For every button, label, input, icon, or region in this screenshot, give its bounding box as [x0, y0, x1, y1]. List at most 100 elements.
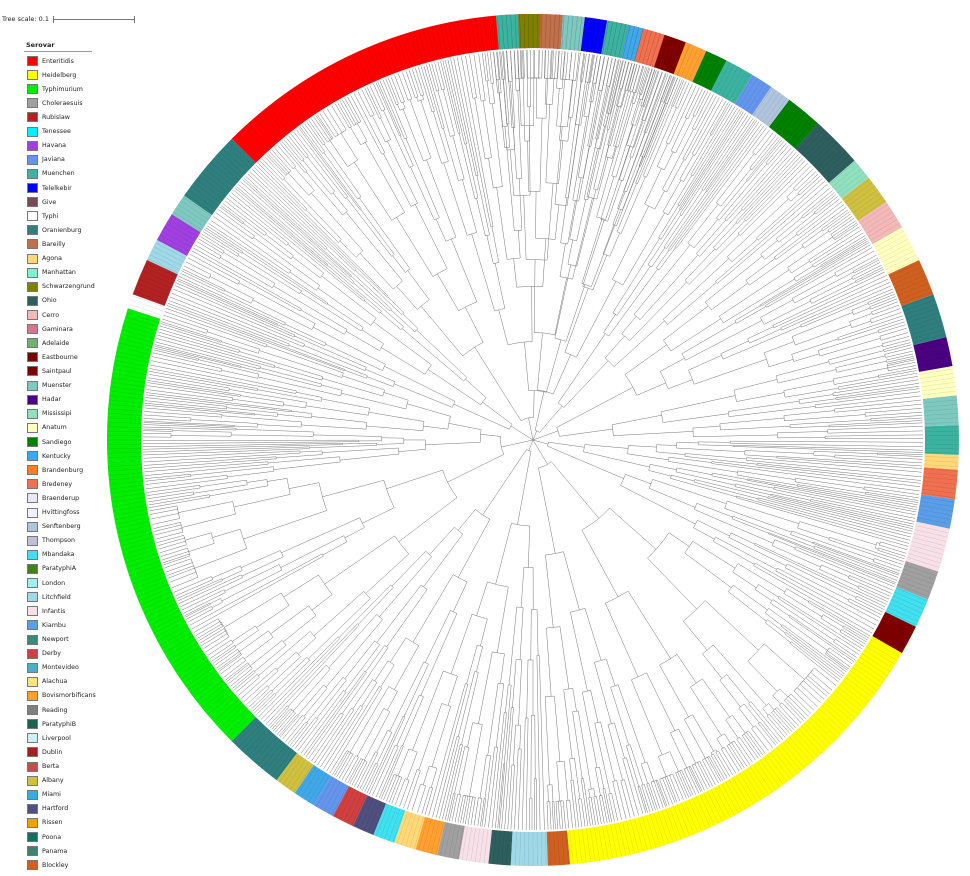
ring-tick [136, 584, 169, 597]
tree-branch [744, 219, 747, 222]
tree-branch [493, 51, 498, 94]
tree-branch [853, 257, 879, 272]
ring-tick [257, 114, 281, 141]
legend-label: Hadar [42, 396, 62, 404]
tree-branch [220, 257, 273, 289]
tree-branch [383, 708, 390, 712]
tree-branch [206, 329, 208, 334]
tree-branch [242, 222, 244, 224]
tree-branch [557, 50, 560, 79]
tree-branch [684, 456, 758, 465]
tree-branch [322, 378, 383, 397]
ring-tick [638, 29, 648, 63]
ring-tick [614, 823, 622, 857]
tree-branch [243, 656, 247, 661]
ring-tick [812, 141, 838, 166]
tree-branch [731, 742, 748, 767]
tree-branch [444, 744, 463, 821]
tree-branch [265, 625, 360, 725]
tree-branch [725, 715, 733, 721]
ring-tick [699, 54, 715, 86]
tree-branch [746, 732, 764, 756]
ring-tick [264, 744, 287, 772]
tree-branch [562, 51, 566, 80]
tree-branch [246, 685, 268, 705]
ring-tick [213, 699, 240, 722]
tree-branch [771, 710, 774, 713]
tree-branch [434, 62, 442, 90]
ring-tick [475, 828, 480, 863]
ring-tick [112, 373, 146, 379]
ring-tick [824, 702, 850, 726]
tree-branch [281, 517, 360, 554]
legend-label: Heidelberg [42, 71, 77, 79]
tree-branch [252, 235, 255, 240]
tree-branch [226, 633, 230, 637]
tree-branch [278, 714, 298, 737]
tree-branch [280, 550, 284, 557]
tree-branch [309, 445, 377, 448]
tree-branch [757, 499, 910, 541]
tree-branch [423, 157, 432, 162]
tree-branch [752, 129, 770, 153]
ring-tick [586, 828, 591, 863]
tree-branch [677, 107, 738, 205]
tree-branch [442, 60, 461, 133]
tree-branch [711, 473, 713, 476]
ring-tick [912, 333, 946, 343]
tree-branch [185, 604, 211, 618]
tree-branch [605, 145, 631, 220]
tree-branch [327, 140, 331, 143]
tree-branch [420, 584, 428, 590]
ring-segment [333, 786, 368, 827]
legend-item: Panama [24, 844, 92, 858]
tree-branch [290, 723, 308, 746]
tree-branch [783, 588, 787, 594]
tree-branch [694, 509, 774, 544]
tree-branch [305, 209, 339, 243]
tree-branch [679, 109, 741, 206]
tree-branch [420, 66, 435, 112]
tree-branch [344, 98, 359, 124]
tree-branch [792, 298, 795, 304]
tree-branch [156, 338, 261, 367]
ring-tick [159, 628, 190, 646]
legend-label: Bovismorbificans [42, 692, 96, 700]
ring-tick [251, 120, 274, 147]
ring-tick [141, 270, 174, 285]
ring-tick [889, 603, 921, 618]
tree-branch [609, 58, 617, 87]
tree-branch [276, 713, 296, 735]
tree-branch [794, 549, 893, 591]
tree-branch [432, 110, 435, 113]
ring-tick [573, 16, 578, 51]
legend-label: Give [42, 198, 57, 206]
tree-branch [458, 178, 465, 181]
tree-branch [849, 575, 892, 594]
tree-branch [325, 343, 383, 371]
tree-branch [786, 189, 795, 198]
tree-branch [268, 153, 288, 175]
tree-branch [243, 510, 327, 540]
tree-branch [443, 162, 468, 236]
tree-branch [268, 705, 288, 727]
tree-branch [605, 106, 619, 157]
tree-branch [402, 102, 406, 109]
tree-branch [191, 555, 324, 630]
tree-branch [613, 90, 629, 146]
tree-branch [391, 212, 405, 221]
tree-branch [258, 636, 339, 718]
tree-branch [503, 685, 512, 764]
ring-tick [271, 749, 293, 777]
tree-branch [682, 158, 686, 161]
tree-branch [476, 581, 488, 616]
tree-branch [421, 786, 431, 814]
tree-branch [432, 268, 448, 277]
tree-branch [692, 425, 721, 429]
ring-tick [153, 617, 184, 634]
ring-tick [898, 580, 931, 593]
tree-branch [872, 558, 875, 562]
tree-branch [835, 355, 886, 368]
tree-branch [825, 434, 923, 437]
tree-branch [311, 594, 333, 611]
